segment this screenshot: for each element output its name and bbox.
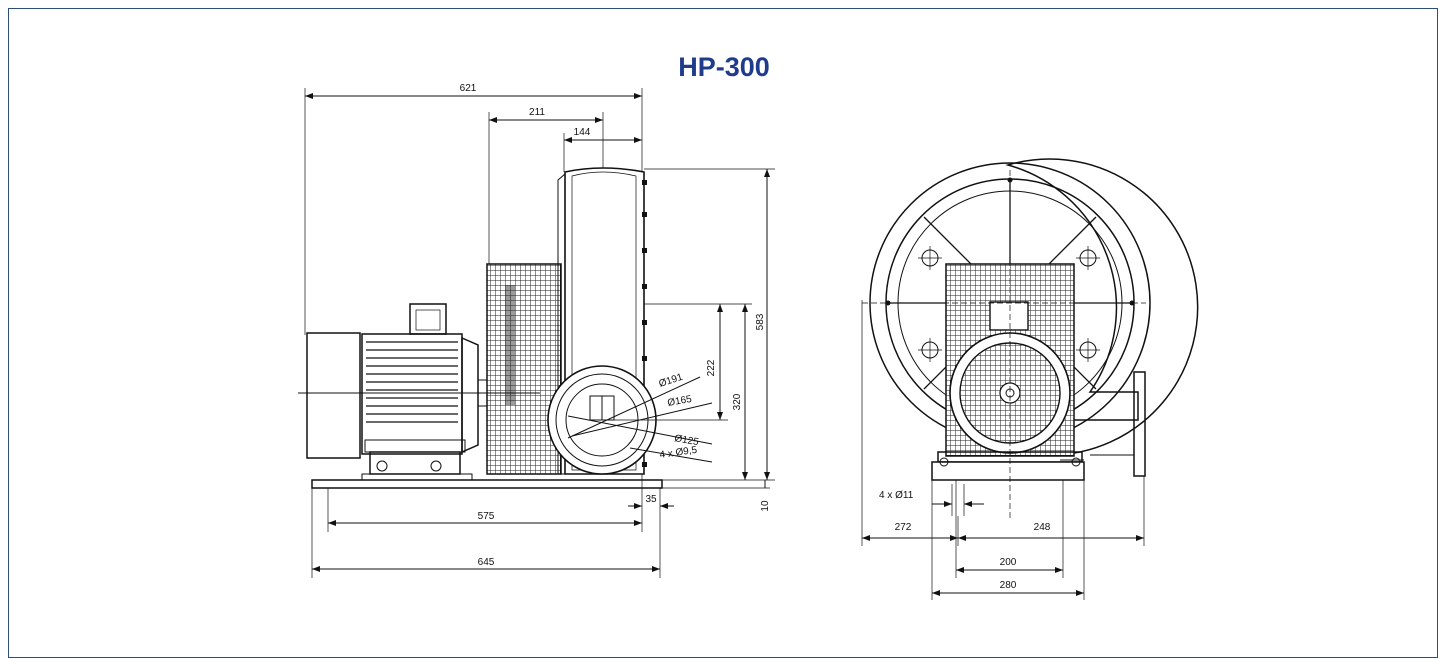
svg-text:621: 621 bbox=[460, 83, 477, 94]
svg-text:Ø125: Ø125 bbox=[673, 433, 699, 448]
front-outlet-flange bbox=[1133, 371, 1146, 477]
svg-text:4 x Ø11: 4 x Ø11 bbox=[879, 490, 914, 501]
mesh-guard bbox=[486, 263, 562, 475]
dimension-holes-front: 4 x Ø11 bbox=[879, 484, 984, 516]
front-base bbox=[931, 461, 1085, 481]
svg-text:10: 10 bbox=[760, 500, 771, 512]
svg-text:Ø191: Ø191 bbox=[658, 372, 685, 390]
front-view: 4 x Ø11 272 248 200 280 bbox=[861, 158, 1199, 600]
dimension-575: 575 35 bbox=[327, 474, 674, 578]
svg-text:272: 272 bbox=[895, 522, 912, 533]
svg-text:4 x Ø9,5: 4 x Ø9,5 bbox=[659, 445, 698, 461]
svg-text:Ø165: Ø165 bbox=[667, 394, 693, 409]
dimension-320: 320 bbox=[644, 303, 752, 480]
dimension-222: 222 bbox=[602, 304, 728, 421]
svg-text:248: 248 bbox=[1034, 522, 1051, 533]
dimension-583: 583 bbox=[644, 168, 775, 481]
dimension-645: 645 bbox=[311, 488, 660, 578]
bolt-holes bbox=[918, 246, 1100, 362]
side-view: 621 211 144 583 320 bbox=[298, 83, 775, 578]
dimension-272-248: 272 248 bbox=[861, 300, 1145, 546]
svg-text:144: 144 bbox=[574, 127, 591, 138]
dimension-144: 144 bbox=[563, 127, 642, 172]
terminal-box bbox=[409, 303, 447, 335]
dimension-621: 621 bbox=[304, 83, 643, 335]
svg-text:211: 211 bbox=[529, 107, 545, 118]
svg-text:200: 200 bbox=[1000, 557, 1017, 568]
svg-text:575: 575 bbox=[478, 511, 495, 522]
drawing-title: HP-300 bbox=[678, 52, 770, 82]
dimension-200: 200 bbox=[955, 480, 1064, 578]
base-plate bbox=[311, 479, 663, 489]
volute-housing bbox=[1005, 158, 1199, 456]
svg-text:35: 35 bbox=[645, 494, 657, 505]
svg-text:280: 280 bbox=[1000, 580, 1017, 591]
motor bbox=[306, 303, 493, 481]
svg-text:583: 583 bbox=[755, 313, 766, 330]
svg-text:320: 320 bbox=[732, 393, 743, 410]
front-motor bbox=[949, 332, 1071, 454]
svg-text:222: 222 bbox=[706, 359, 717, 376]
dimension-280: 280 bbox=[931, 480, 1085, 600]
dimension-10: 10 bbox=[662, 480, 771, 512]
svg-text:645: 645 bbox=[478, 557, 495, 568]
